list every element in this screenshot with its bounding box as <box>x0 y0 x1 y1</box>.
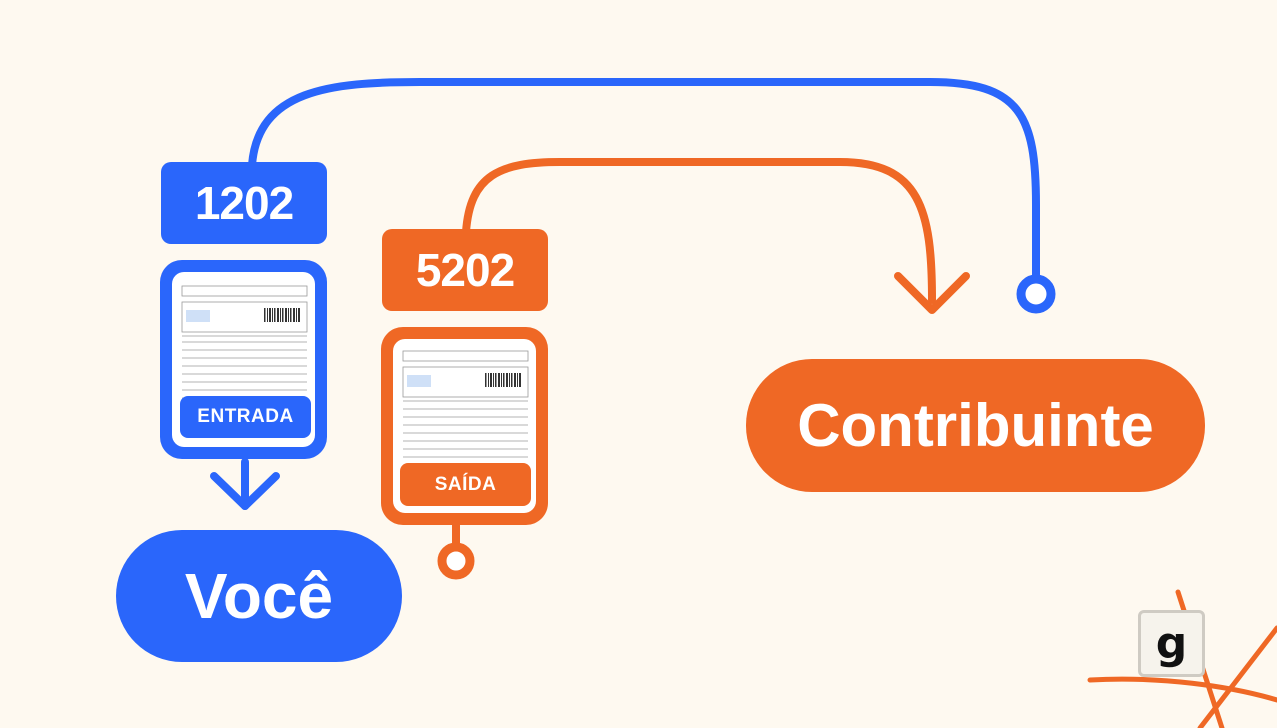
brand-logo: g <box>1138 610 1205 677</box>
blue-connector <box>248 78 1040 296</box>
decorative-stroke <box>1197 625 1277 728</box>
contribuinte-label: Contribuinte <box>797 392 1154 459</box>
contribuinte-pill: Contribuinte <box>746 359 1205 492</box>
orange-connector <box>462 158 936 304</box>
decorative-stroke <box>1087 676 1277 703</box>
saida-code: 5202 <box>415 244 515 296</box>
entrada-document-card: ENTRADA <box>160 260 327 459</box>
entrada-label: ENTRADA <box>180 396 311 438</box>
orange-arrowhead <box>894 272 970 314</box>
voce-pill: Você <box>116 530 402 662</box>
entrada-code-badge: 1202 <box>161 162 327 244</box>
blue-connector-endpoint <box>1016 274 1056 314</box>
saida-code-badge: 5202 <box>382 229 548 311</box>
orange-connector-endpoint <box>437 542 475 580</box>
voce-label: Você <box>184 560 334 632</box>
saida-document-card: SAÍDA <box>381 327 548 525</box>
saida-label: SAÍDA <box>400 463 531 506</box>
blue-down-arrowhead <box>210 472 280 510</box>
entrada-code: 1202 <box>194 177 294 229</box>
logo-glyph: g <box>1155 618 1188 669</box>
